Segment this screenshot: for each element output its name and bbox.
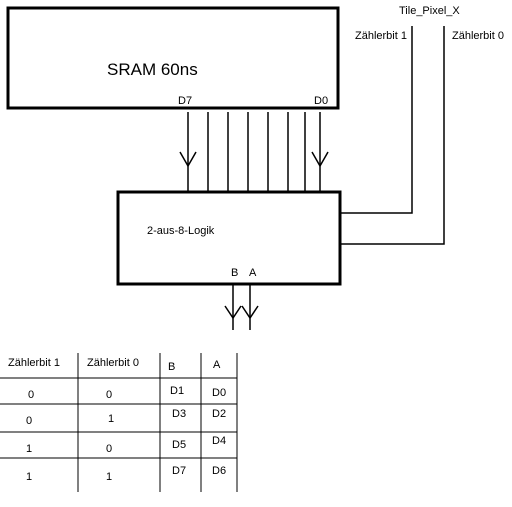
data-bus (187, 112, 321, 192)
logic-output-b: B (231, 267, 238, 279)
table-cell: D6 (212, 465, 227, 477)
table-cell: 1 (26, 471, 33, 483)
table-cell: D0 (212, 387, 227, 399)
output-arrow-a-icon (241, 305, 259, 320)
table-cell: 0 (26, 415, 33, 427)
table-cell: 1 (106, 471, 113, 483)
input-label-bit1: Zählerbit 1 (355, 30, 407, 42)
logic-label: 2-aus-8-Logik (147, 225, 215, 237)
input-label-bit0: Zählerbit 0 (452, 30, 504, 42)
table-cell: 1 (108, 413, 115, 425)
table-header-bit0: Zählerbit 0 (87, 357, 139, 369)
input-line-bit0 (340, 26, 445, 245)
table-cell: 1 (26, 443, 33, 455)
table-cell: D1 (170, 385, 185, 397)
input-lines (340, 26, 445, 245)
input-title: Tile_Pixel_X (399, 5, 460, 17)
sram-block (6, 6, 340, 110)
table-cell: D5 (172, 439, 187, 451)
sram-pin-d7: D7 (178, 95, 192, 107)
output-arrow-b-icon (224, 305, 242, 320)
table-cell: D3 (172, 408, 187, 420)
table-cell: 0 (28, 389, 35, 401)
table-header-bit1: Zählerbit 1 (8, 357, 60, 369)
logic-output-a: A (249, 267, 257, 279)
sram-pin-d0: D0 (314, 95, 328, 107)
table-cell: D7 (172, 465, 187, 477)
bus-arrow-left-icon (179, 151, 197, 168)
table-cell: D2 (212, 408, 227, 420)
table-cell: D4 (212, 435, 227, 447)
bus-arrow-right-icon (311, 151, 329, 168)
truth-table-grid (0, 353, 238, 492)
table-header-a: A (213, 359, 221, 371)
input-line-bit1 (340, 26, 413, 214)
table-cell: 0 (106, 389, 113, 401)
table-header-b: B (168, 361, 176, 373)
sram-label: SRAM 60ns (107, 60, 198, 79)
table-cell: 0 (106, 443, 113, 455)
output-lines (232, 284, 251, 330)
logic-block (116, 190, 342, 286)
